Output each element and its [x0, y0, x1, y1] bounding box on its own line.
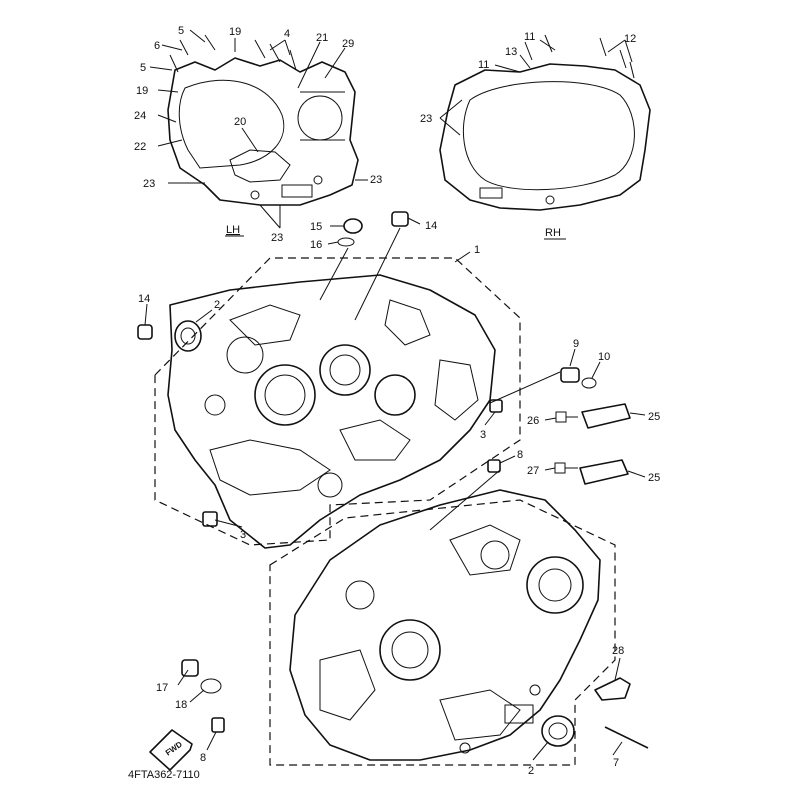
rh-label: RH: [545, 227, 561, 239]
diagram-code: 4FTA362-7110: [128, 769, 200, 781]
case-2-boundary: [269, 499, 616, 766]
callout-25: 25: [648, 411, 660, 423]
callout-6: 6: [154, 40, 160, 52]
callout-1: 1: [474, 244, 480, 256]
fwd-arrow: FWD: [149, 729, 193, 771]
leader-lines: [144, 29, 646, 761]
callout-5: 5: [140, 62, 146, 74]
callout-4: 4: [284, 28, 290, 40]
small-parts: [137, 211, 649, 749]
callout-24: 24: [134, 110, 146, 122]
callout-25: 25: [648, 472, 660, 484]
callout-10: 10: [598, 351, 610, 363]
callout-14: 14: [425, 220, 437, 232]
callout-11: 11: [524, 31, 535, 43]
callout-7: 7: [613, 757, 619, 769]
callout-19: 19: [229, 26, 241, 38]
callout-5: 5: [178, 25, 184, 37]
crankcase-left-half: [167, 274, 496, 549]
callout-17: 17: [156, 682, 168, 694]
callout-28: 28: [612, 645, 624, 657]
callout-15: 15: [310, 221, 322, 233]
callout-labels: 5 19 4 21 29 6 5 19 24 22 20 23 23 23 11…: [134, 25, 660, 777]
callout-9: 9: [573, 338, 579, 350]
callout-13: 13: [505, 46, 517, 58]
callout-19: 19: [136, 85, 148, 97]
fwd-label: FWD: [164, 740, 184, 758]
callout-23: 23: [143, 178, 155, 190]
case-1-boundary: [154, 257, 521, 546]
callout-23: 23: [420, 113, 432, 125]
callout-16: 16: [310, 239, 322, 251]
callout-23: 23: [370, 174, 382, 186]
callout-22: 22: [134, 141, 146, 153]
callout-14: 14: [138, 293, 150, 305]
callout-11: 11: [478, 59, 489, 71]
callout-8: 8: [200, 752, 206, 764]
lh-gasket: [167, 34, 359, 206]
callout-3: 3: [240, 529, 246, 541]
callout-21: 21: [316, 32, 328, 44]
callout-2: 2: [214, 299, 220, 311]
crankcase-right-half: [289, 489, 601, 761]
callout-3: 3: [480, 429, 486, 441]
callout-26: 26: [527, 415, 539, 427]
callout-8: 8: [517, 449, 523, 461]
callout-29: 29: [342, 38, 354, 50]
callout-18: 18: [175, 699, 187, 711]
rh-gasket: [439, 34, 651, 211]
callout-20: 20: [234, 116, 246, 128]
callout-12: 12: [624, 33, 636, 45]
callout-2: 2: [528, 765, 534, 777]
lh-label: LH: [226, 224, 240, 236]
callout-23: 23: [271, 232, 283, 244]
callout-27: 27: [527, 465, 539, 477]
